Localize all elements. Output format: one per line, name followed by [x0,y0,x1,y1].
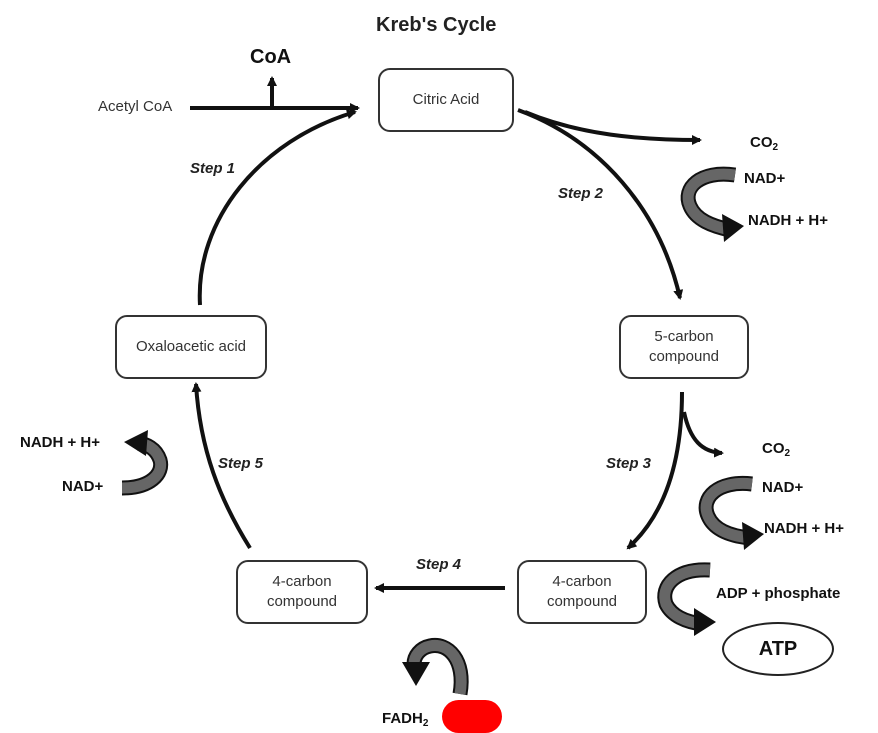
step4-label: Step 4 [416,556,462,573]
step5-arrow [191,382,252,550]
step2-nadh-label: NADH + H+ [748,212,829,229]
step4-fadh-curl-icon [402,638,469,696]
step5-nad-curl-icon [121,430,169,496]
atp-node: ATP [722,622,834,676]
step5-nadh-label: NADH + H+ [20,434,101,451]
atp-curl-icon [657,562,716,636]
coa-label: CoA [250,46,292,68]
acetyl-coa-label: Acetyl CoA [98,98,173,115]
step3-arrow [626,391,684,550]
step2-nad-label: NAD+ [744,170,786,187]
step1-arrow [197,109,357,306]
step3-nad-curl-icon [698,475,764,550]
step3-nad-label: NAD+ [762,479,804,496]
diagram-title: Kreb's Cycle [376,14,497,36]
step5-nad-label: NAD+ [62,478,104,495]
step3-nadh-label: NADH + H+ [764,520,845,537]
oxaloacetic-acid-node: Oxaloacetic acid [115,315,267,379]
step2-label: Step 2 [558,185,604,202]
step3-co2-label: CO2 [762,440,791,459]
four-carbon-right-node: 4-carbon compound [517,560,647,624]
step2-nad-curl-icon [680,166,744,242]
red-highlight-blob [442,700,502,733]
step2-co2-arrow [524,110,702,145]
four-carbon-left-node: 4-carbon compound [236,560,368,624]
citric-acid-node: Citric Acid [378,68,514,132]
step2-co2-label: CO2 [750,134,779,153]
step1-label: Step 1 [190,160,236,177]
step3-co2-arrow [682,411,724,458]
step3-label: Step 3 [606,455,652,472]
step2-arrow [517,108,684,300]
fadh2-label: FADH2 [382,710,429,729]
adp-phosphate-label: ADP + phosphate [716,585,841,602]
five-carbon-node: 5-carbon compound [619,315,749,379]
step5-label: Step 5 [218,455,264,472]
